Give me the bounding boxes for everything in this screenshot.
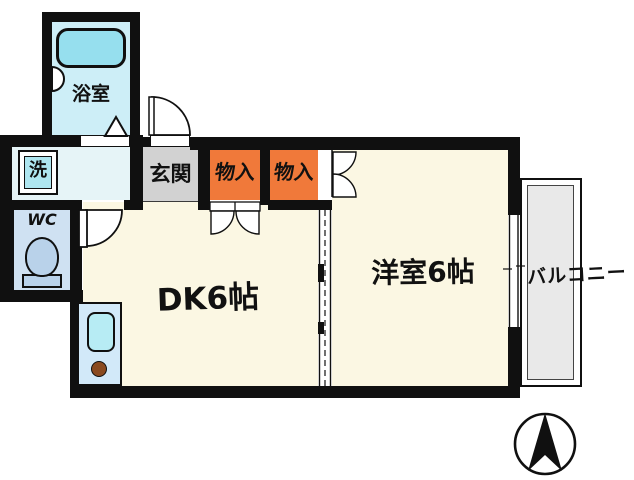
laundry-box-inner: [24, 156, 52, 189]
room-label-closet1: 物入: [213, 160, 257, 184]
closet1-door-right: [235, 210, 260, 235]
wall: [0, 200, 14, 302]
basin-icon: [51, 65, 65, 93]
window-strip: [508, 215, 520, 327]
wall: [124, 200, 143, 210]
compass-north-arrow: [528, 413, 562, 471]
wall: [0, 135, 12, 212]
room-closet-2: [270, 147, 318, 200]
closet1-door-left: [210, 210, 235, 235]
wall: [130, 12, 140, 137]
wall: [42, 12, 52, 135]
closet2-door-top: [332, 151, 357, 176]
bath-door-icon: [103, 115, 129, 137]
wall: [190, 137, 520, 150]
room-label-western: 洋室6帖: [370, 255, 476, 290]
room-label-dk: DK6帖: [156, 279, 260, 319]
room-label-wc: WC: [27, 210, 57, 229]
wall: [0, 135, 80, 147]
room-label-bath: 浴室: [71, 83, 110, 105]
room-western: [332, 150, 508, 386]
room-label-laundry: 洗: [29, 160, 47, 181]
hall-door-swing-icon: [85, 209, 123, 247]
sliding-partition: [318, 210, 332, 386]
kitchen-sink-icon: [87, 312, 115, 352]
wall: [143, 137, 152, 147]
wall: [42, 12, 140, 22]
front-door-swing-icon: [151, 96, 191, 136]
wall: [70, 386, 520, 398]
toilet-bowl-icon: [25, 237, 59, 277]
closet2-door-wall: [318, 150, 332, 200]
closet2-door-bottom: [332, 173, 357, 198]
front-door-leaf: [148, 96, 155, 136]
wall: [268, 200, 332, 210]
room-dk: [83, 202, 318, 386]
wall: [198, 137, 210, 210]
wall: [0, 200, 82, 210]
balcony-floor: [527, 185, 574, 380]
wall: [0, 290, 82, 302]
bathtub-icon: [56, 28, 126, 68]
room-closet-1: [210, 147, 260, 200]
hall-door-leaf: [78, 209, 88, 248]
room-entrance: [143, 147, 198, 201]
wall: [260, 137, 270, 205]
wall: [130, 135, 143, 210]
room-label-closet2: 物入: [272, 160, 316, 184]
wall: [508, 138, 520, 215]
room-label-entrance: 玄関: [149, 162, 192, 186]
wall: [508, 327, 520, 398]
kitchen-burner-icon: [91, 361, 107, 377]
